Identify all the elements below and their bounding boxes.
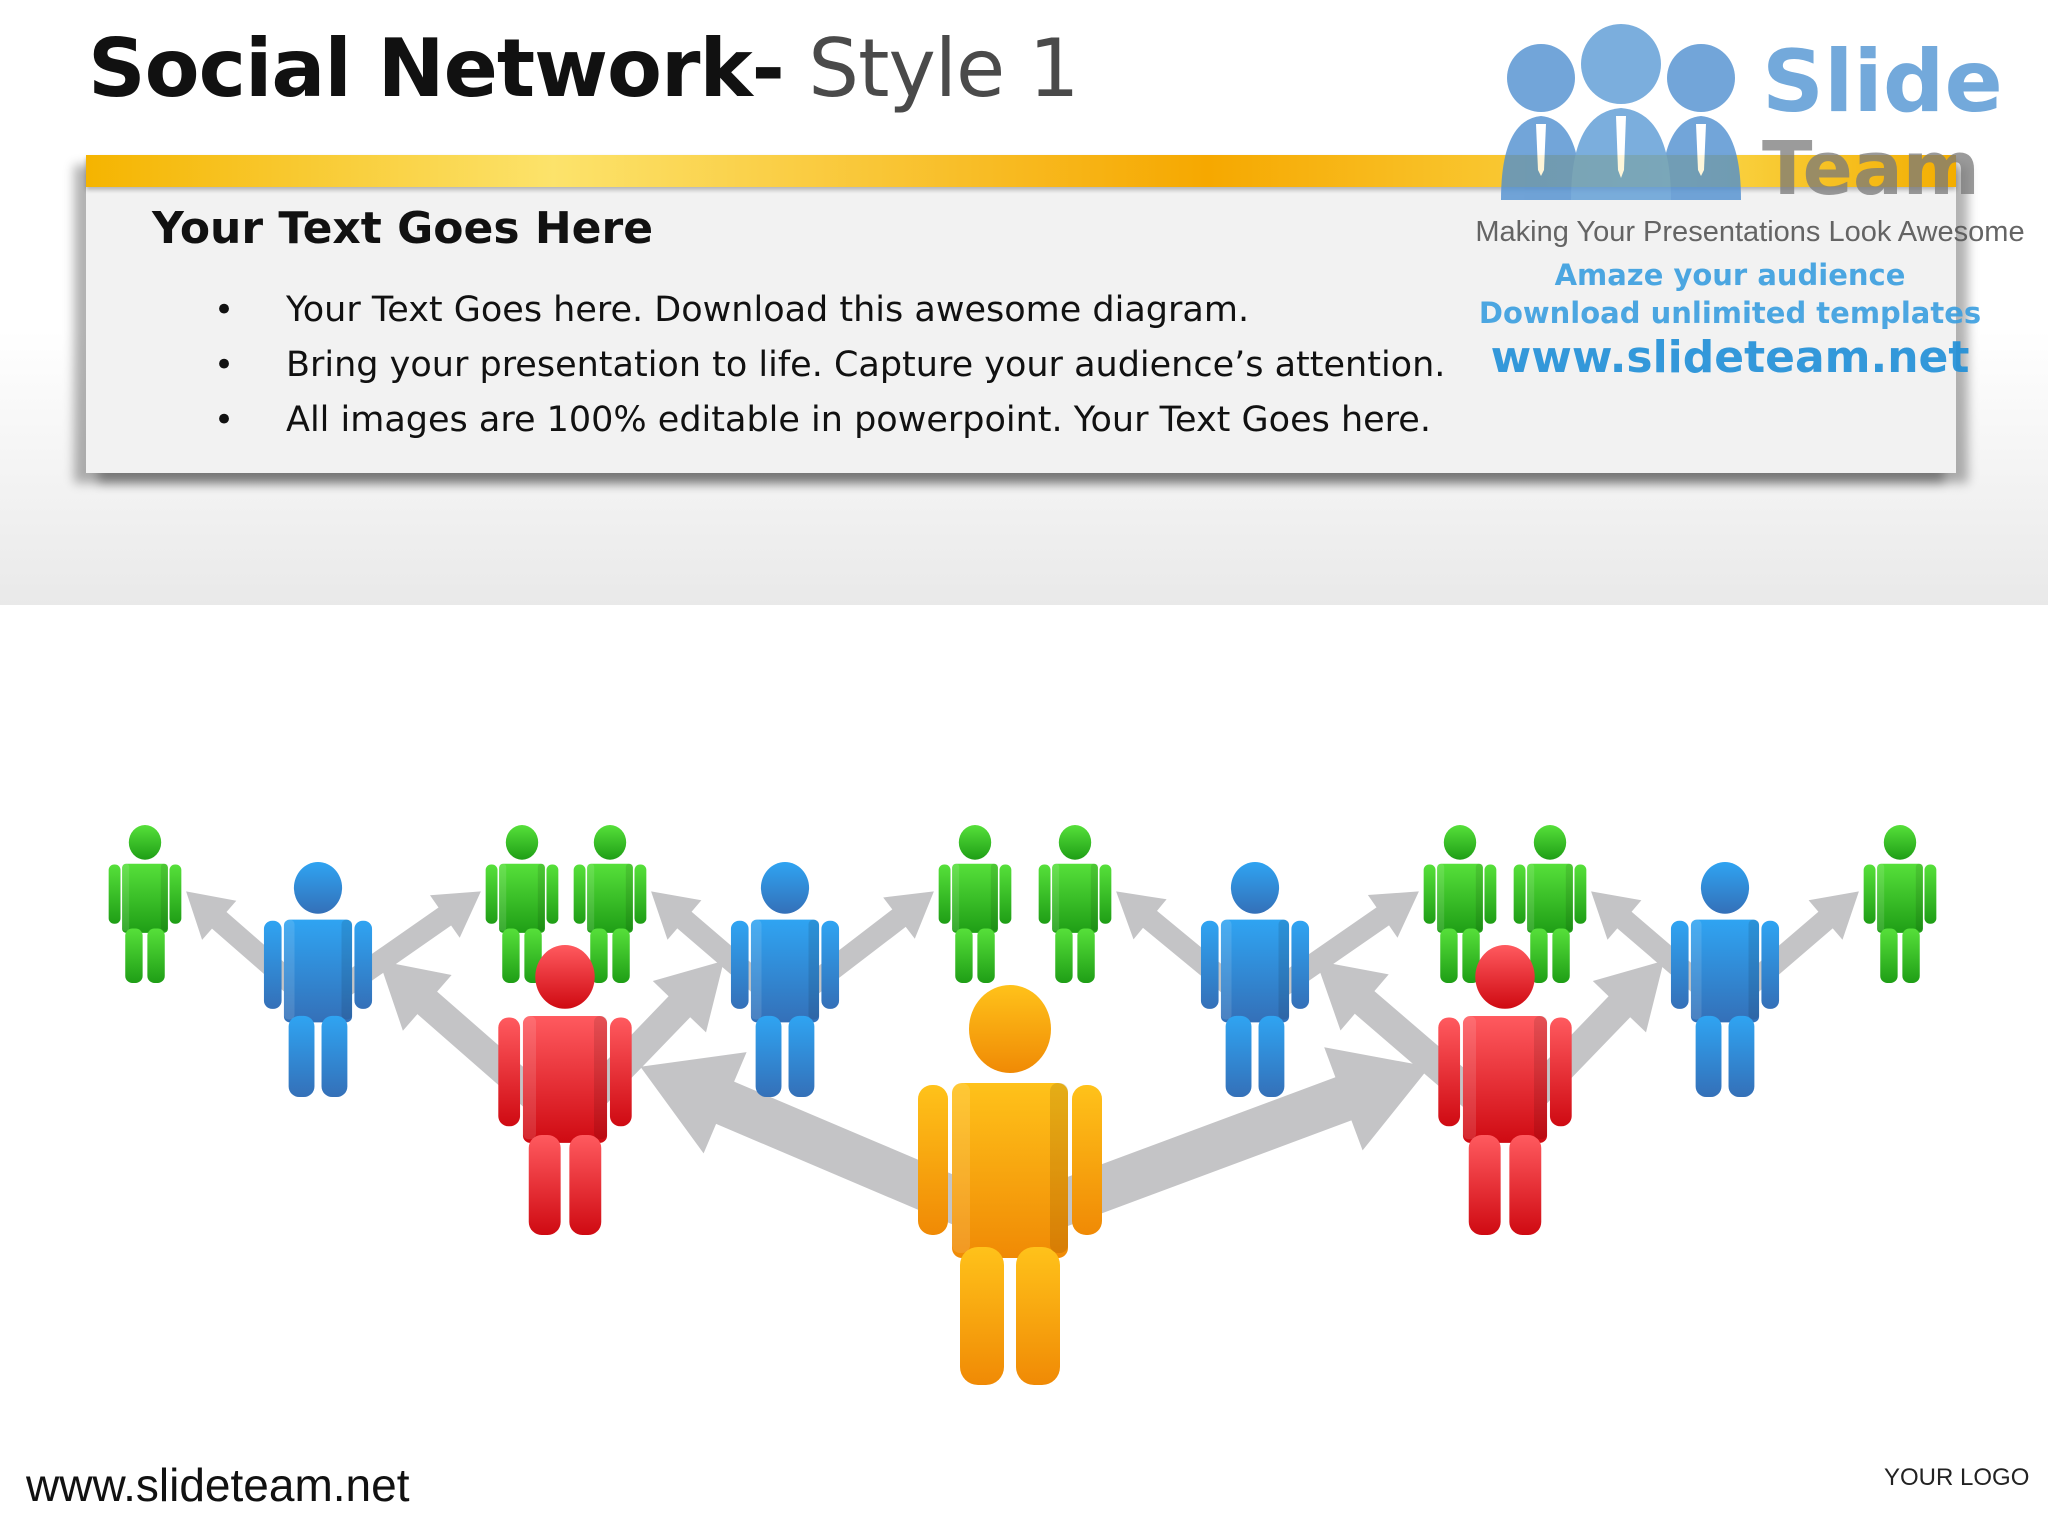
bullet-item: • Bring your presentation to life. Captur… [214, 338, 1445, 393]
person-icon [730, 862, 840, 1097]
person-icon [918, 985, 1102, 1385]
watermark-line-2: Download unlimited templates [1478, 296, 1982, 330]
person-icon [1438, 945, 1572, 1235]
person-icon [1670, 862, 1780, 1097]
footer-url: www.slideteam.net [26, 1459, 410, 1511]
watermark-url: www.slideteam.net [1490, 332, 1970, 383]
watermark-tagline: Making Your Presentations Look Awesome [1475, 216, 2025, 248]
arrow [1727, 891, 1859, 1007]
bullet-dot: • [214, 345, 235, 385]
person-icon [1038, 825, 1112, 983]
arrow [640, 1052, 1003, 1239]
watermark-team-text: Team [1762, 126, 1980, 212]
person-icon [1423, 825, 1497, 983]
arrow [651, 891, 783, 1007]
arrow [1018, 1047, 1430, 1239]
watermark-line-1: Amaze your audience [1554, 258, 1906, 292]
bullet-dot: • [214, 290, 235, 330]
text-box: Your Text Goes Here • Your Text Goes here… [86, 155, 1956, 473]
arrow [1591, 891, 1723, 1007]
bullet-text: Bring your presentation to life. Capture… [286, 345, 1446, 385]
person-icon [573, 825, 647, 983]
watermark-slide-text: Slide [1762, 32, 2003, 132]
slide-title: Social Network- Style 1 [88, 14, 1080, 124]
person-icon [263, 862, 373, 1097]
title-bold: Social Network- [88, 22, 785, 115]
bullet-dot: • [214, 400, 235, 440]
person-icon [938, 825, 1012, 983]
person-icon [1513, 825, 1587, 983]
person-icon [498, 945, 632, 1235]
person-icon [1200, 862, 1310, 1097]
people-logo-icon [1501, 24, 1741, 200]
bullet-item: • All images are 100% editable in powerpo… [214, 393, 1445, 448]
text-box-heading: Your Text Goes Here [152, 203, 654, 254]
slideteam-watermark: Slide Team Making Your Presentations Loo… [1470, 20, 2030, 383]
person-icon [1863, 825, 1937, 983]
person-icon [108, 825, 182, 983]
bullet-text: All images are 100% editable in powerpoi… [286, 400, 1431, 440]
title-light: Style 1 [783, 22, 1079, 115]
bullet-text: Your Text Goes here. Download this aweso… [286, 290, 1250, 330]
bullet-list: • Your Text Goes here. Download this awes… [214, 283, 1445, 448]
footer-logo-placeholder: YOUR LOGO [1884, 1464, 2030, 1491]
bullet-item: • Your Text Goes here. Download this awes… [214, 283, 1445, 338]
person-icon [485, 825, 559, 983]
people-layer [108, 825, 1937, 1385]
arrow [186, 891, 316, 1007]
network-diagram [108, 825, 1937, 1385]
